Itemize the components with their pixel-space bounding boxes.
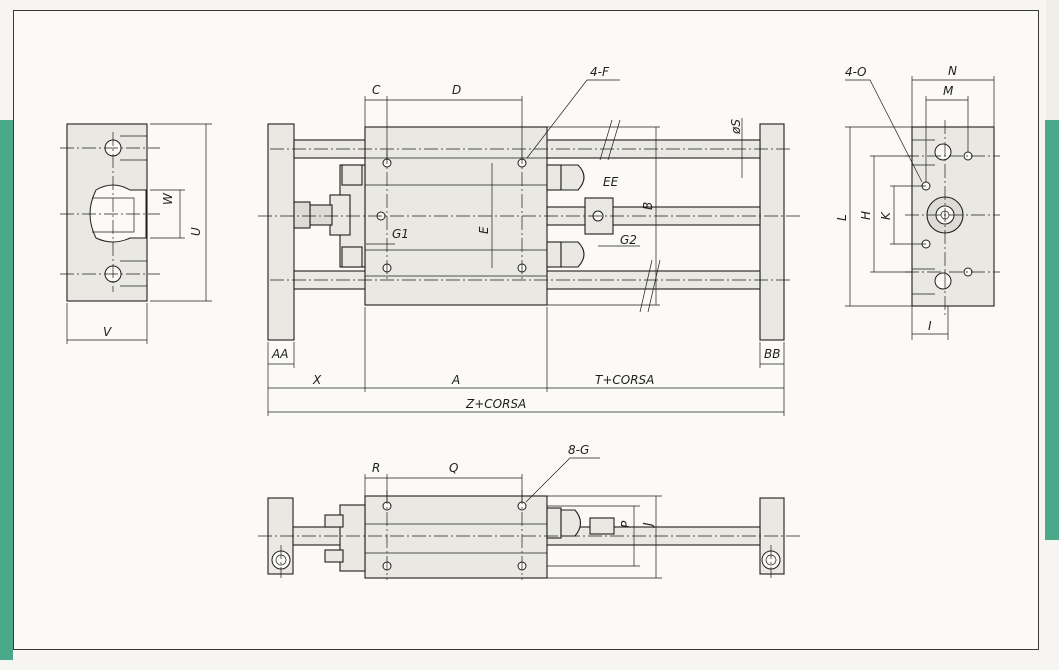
right-slots bbox=[912, 139, 935, 295]
u-dim bbox=[150, 123, 212, 302]
left-centerlines bbox=[60, 132, 160, 292]
left-green-tab bbox=[0, 120, 13, 660]
l-label: L bbox=[835, 214, 849, 221]
front-view: C D 4-F øS EE B E G1 G2 AA bbox=[258, 65, 800, 416]
four-f-label: 4-F bbox=[590, 65, 610, 79]
four-o-leader bbox=[845, 79, 923, 183]
b-dim bbox=[547, 126, 660, 306]
m-label: M bbox=[943, 84, 954, 98]
right-top-hole bbox=[934, 143, 952, 161]
right-top-cap bbox=[560, 164, 585, 191]
bv-rod-end bbox=[589, 517, 615, 535]
p-label: P bbox=[619, 520, 633, 528]
bb-label: BB bbox=[764, 347, 780, 361]
right-centerlines bbox=[905, 120, 1000, 316]
front-centerlines bbox=[258, 148, 800, 282]
bv-right-cap bbox=[560, 509, 582, 537]
oblong-cutout bbox=[89, 184, 147, 243]
bv-body-lines bbox=[365, 523, 547, 554]
i-label: I bbox=[928, 319, 932, 333]
a-label: A bbox=[451, 373, 460, 387]
i-dim bbox=[911, 306, 949, 340]
left-nipple bbox=[309, 204, 333, 226]
right-bottom-hole bbox=[934, 272, 952, 290]
right-end-view: 4-O N M L H K I bbox=[835, 64, 1000, 340]
ee-label: EE bbox=[603, 175, 619, 189]
c-label: C bbox=[372, 83, 381, 97]
eight-g-label: 8-G bbox=[568, 443, 589, 457]
k-label: K bbox=[879, 211, 893, 220]
left-boss bbox=[329, 194, 351, 236]
u-label: U bbox=[189, 227, 203, 236]
bv-left-nut-bottom bbox=[324, 549, 344, 563]
g1-label: G1 bbox=[392, 227, 409, 241]
bottom-slot bbox=[120, 260, 147, 287]
v-label: V bbox=[103, 325, 112, 339]
bv-right-fitting bbox=[546, 507, 562, 539]
n-label: N bbox=[948, 64, 957, 78]
left-end-view: W U V bbox=[60, 123, 212, 344]
l-dim bbox=[845, 126, 912, 307]
e-label: E bbox=[477, 226, 491, 234]
n-dim bbox=[911, 76, 995, 127]
four-f-leader bbox=[526, 79, 620, 159]
k-dim bbox=[890, 185, 926, 245]
x-label: X bbox=[312, 373, 322, 387]
left-nut bbox=[293, 201, 311, 229]
j-dim bbox=[547, 495, 662, 579]
v-dim bbox=[66, 303, 148, 344]
four-o-label: 4-O bbox=[845, 65, 866, 79]
b-label: B bbox=[641, 202, 655, 210]
q-label: Q bbox=[449, 461, 458, 475]
bottom-extension-lines bbox=[267, 307, 785, 416]
right-green-tab bbox=[1045, 120, 1059, 540]
bv-centerlines bbox=[258, 490, 800, 580]
break-lines bbox=[599, 119, 661, 313]
g2-label: G2 bbox=[620, 233, 637, 247]
h-label: H bbox=[859, 211, 873, 220]
top-slot bbox=[120, 135, 147, 161]
h-dim bbox=[870, 155, 912, 273]
right-end-plate bbox=[759, 123, 785, 341]
left-end-plate bbox=[267, 123, 295, 341]
right-bottom-fitting bbox=[546, 241, 562, 268]
right-bottom-cap bbox=[560, 241, 585, 268]
bv-left-fitting bbox=[339, 504, 366, 572]
phi-s-label: øS bbox=[729, 119, 743, 135]
lower-nut bbox=[341, 246, 363, 268]
body-lines bbox=[365, 157, 547, 277]
p-dim bbox=[547, 505, 640, 567]
eight-g-leader bbox=[525, 457, 600, 503]
right-edge-shade bbox=[1046, 0, 1059, 120]
r-label: R bbox=[372, 461, 380, 475]
bottom-view: R Q 8-G P J bbox=[258, 443, 800, 580]
bv-left-nut-top bbox=[324, 514, 344, 528]
r-q-dim bbox=[364, 474, 523, 502]
aa-label: AA bbox=[271, 347, 288, 361]
d-label: D bbox=[452, 83, 461, 97]
m-dim bbox=[925, 96, 969, 182]
upper-nut bbox=[341, 164, 363, 186]
right-top-fitting bbox=[546, 164, 562, 191]
j-label: J bbox=[641, 522, 655, 528]
c-d-dim bbox=[364, 96, 523, 158]
t-corsa-label: T+CORSA bbox=[595, 373, 654, 387]
w-dim bbox=[150, 189, 185, 239]
z-corsa-label: Z+CORSA bbox=[465, 397, 526, 411]
w-label: W bbox=[161, 192, 175, 205]
